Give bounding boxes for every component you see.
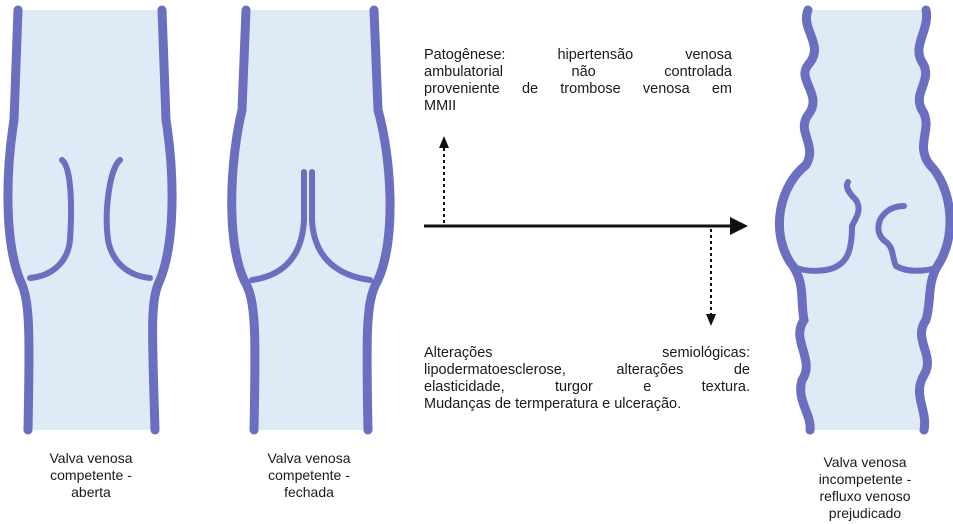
timeline-arrow-head: [730, 217, 748, 235]
pathogenesis-line-1: Patogênese: hipertensão venosa: [424, 47, 732, 64]
changes-line-4: Mudanças de termperatura e ulceração.: [424, 396, 750, 413]
vein-open-caption: Valva venosa competente - aberta: [16, 450, 166, 501]
dotted-arrow-up-head: [439, 136, 449, 148]
changes-line-3: elasticidade, turgor e textura.: [424, 379, 750, 396]
vein-closed-caption-line-2: competente -: [234, 467, 384, 484]
pathogenesis-line-3: proveniente de trombose venosa em: [424, 81, 732, 98]
vein-open-caption-line-2: competente -: [16, 467, 166, 484]
vein-open-caption-line-3: aberta: [16, 484, 166, 501]
vein-incompetent-caption-line-3: refluxo venoso: [790, 488, 940, 505]
vein-closed-caption-line-1: Valva venosa: [234, 450, 384, 467]
vein-open-valve: [8, 10, 172, 430]
vein-incompetent-caption: Valva venosa incompetente - refluxo veno…: [790, 454, 940, 522]
pathogenesis-note: Patogênese: hipertensão venosa ambulator…: [424, 47, 732, 115]
changes-line-1: Alterações semiológicas:: [424, 345, 750, 362]
timeline-arrow: [424, 136, 748, 326]
vein-closed-valve: [232, 10, 390, 430]
dotted-arrow-down-head: [706, 314, 716, 326]
vein-incompetent-caption-line-1: Valva venosa: [790, 454, 940, 471]
pathogenesis-line-4: MMII: [424, 98, 732, 115]
changes-line-2: lipodermatoesclerose, alterações de: [424, 362, 750, 379]
vein-incompetent-caption-line-2: incompetente -: [790, 471, 940, 488]
pathogenesis-line-2: ambulatorial não controlada: [424, 64, 732, 81]
vein-closed-caption-line-3: fechada: [234, 484, 384, 501]
semiological-changes-note: Alterações semiológicas: lipodermatoescl…: [424, 345, 750, 413]
vein-closed-caption: Valva venosa competente - fechada: [234, 450, 384, 501]
vein-incompetent-caption-line-4: prejudicado: [790, 505, 940, 522]
vein-incompetent-valve: [779, 10, 950, 430]
vein-open-caption-line-1: Valva venosa: [16, 450, 166, 467]
